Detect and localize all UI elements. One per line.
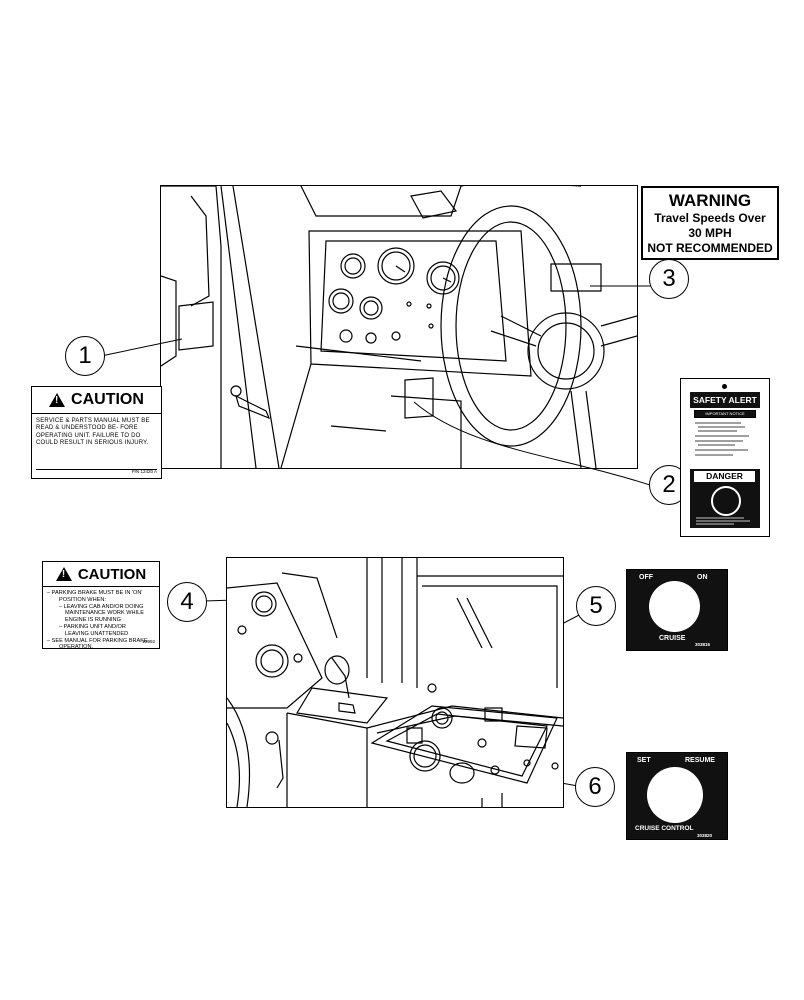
- danger-block: DANGER: [690, 469, 760, 528]
- caution-decal-parking-brake: CAUTION – PARKING BRAKE MUST BE IN 'ON' …: [42, 561, 160, 651]
- cruise-switch-plate: OFF ON CRUISE 303816: [626, 569, 728, 651]
- caution-line: LEAVING UNATTENDED: [65, 630, 129, 637]
- warning-triangle-icon: [55, 567, 72, 581]
- warning-line1: Travel Speeds Over: [654, 211, 766, 225]
- cruise-control-label: CRUISE CONTROL: [635, 825, 694, 832]
- tag-hole: [722, 384, 727, 389]
- caution-line: OPERATION.: [59, 644, 94, 651]
- caution-line: – SEE MANUAL FOR PARKING BRAKE: [47, 637, 148, 644]
- console-illustration: [226, 557, 564, 808]
- off-label: OFF: [639, 574, 653, 581]
- caution-line: – PARKING BRAKE MUST BE IN 'ON': [47, 590, 143, 596]
- danger-header: DANGER: [694, 471, 755, 482]
- hazard-pictogram-icon: [711, 486, 741, 516]
- cruise-label: CRUISE: [659, 635, 686, 642]
- safety-alert-header: SAFETY ALERT: [690, 392, 760, 408]
- on-label: ON: [697, 574, 708, 581]
- cruise-control-plate: SET RESUME CRUISE CONTROL 303820: [626, 752, 728, 840]
- caution-line: – PARKING UNIT AND/OR: [59, 623, 126, 630]
- part-number: 303816: [695, 642, 711, 647]
- caution-decal-manual: CAUTION SERVICE & PARTS MANUAL MUST BE R…: [31, 386, 162, 479]
- warning-line2: 30 MPH: [688, 226, 732, 240]
- callout-6: 6: [575, 767, 615, 807]
- caution-body: SERVICE & PARTS MANUAL MUST BE READ & UN…: [36, 418, 150, 447]
- caution-title: CAUTION: [71, 391, 144, 408]
- switch-hole: [647, 767, 703, 823]
- caution-line: – LEAVING CAB AND/OR DOING: [59, 603, 144, 610]
- warning-triangle-icon: [49, 393, 66, 407]
- caution-line: POSITION WHEN:: [59, 596, 106, 603]
- safety-alert-tag: SAFETY ALERT IMPORTANT NOTICE DANGER: [680, 378, 770, 537]
- caution-line: MAINTENANCE WORK WHILE: [65, 610, 144, 617]
- set-label: SET: [637, 757, 651, 764]
- tag-fine-print: [695, 422, 749, 456]
- caution-line: ENGINE IS RUNNING: [65, 617, 121, 624]
- part-number: 303820: [697, 833, 713, 838]
- warning-title: WARNING: [668, 191, 752, 210]
- dashboard-illustration: [160, 185, 638, 469]
- callout-1: 1: [65, 336, 105, 376]
- important-notice-header: IMPORTANT NOTICE: [694, 410, 756, 418]
- part-number: P/N 12420 A: [131, 469, 157, 474]
- callout-3: 3: [649, 259, 689, 299]
- switch-hole: [649, 581, 700, 632]
- caution-body: – PARKING BRAKE MUST BE IN 'ON' POSITION…: [43, 587, 159, 651]
- part-number: 23992: [142, 639, 155, 644]
- callout-4: 4: [167, 582, 207, 622]
- callout-5: 5: [576, 586, 616, 626]
- warning-decal: WARNING Travel Speeds Over 30 MPH NOT RE…: [641, 186, 779, 260]
- caution-title: CAUTION: [77, 565, 147, 583]
- resume-label: RESUME: [685, 757, 715, 764]
- warning-line3: NOT RECOMMENDED: [647, 241, 773, 255]
